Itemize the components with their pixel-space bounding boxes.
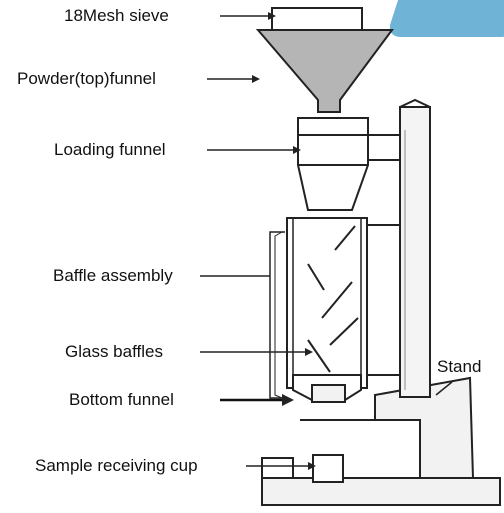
pointer-arrows — [200, 15, 453, 467]
label-powder-funnel: Powder(top)funnel — [17, 69, 156, 88]
glass-baffle-3 — [321, 281, 353, 319]
label-bottom-funnel: Bottom funnel — [69, 390, 174, 409]
arrowhead-sample-cup — [308, 462, 316, 470]
arrow-heads — [252, 12, 316, 470]
stand-column-top — [399, 98, 431, 108]
glass-baffle-1 — [334, 225, 356, 251]
arrowhead-glass-baffles — [305, 348, 313, 356]
arrowhead-bottom-funnel — [282, 394, 294, 406]
glass-baffle-5 — [329, 317, 359, 346]
bottom-funnel-neck — [311, 384, 346, 403]
sample-cup — [312, 454, 344, 483]
label-glass-baffles: Glass baffles — [65, 342, 163, 361]
stand-base — [261, 477, 501, 506]
baffle-assembly-bracket-2 — [274, 231, 283, 399]
stand-base-top — [261, 457, 294, 478]
arrowhead-sieve — [268, 12, 276, 20]
label-stand: Stand — [437, 357, 482, 376]
glass-baffle-4 — [307, 339, 331, 373]
baffle-assembly-bracket — [269, 231, 285, 399]
label-sieve: 18Mesh sieve — [64, 6, 169, 25]
glass-baffle-2 — [307, 263, 325, 291]
arrowhead-loading-funnel — [293, 146, 301, 154]
label-loading-funnel: Loading funnel — [54, 140, 166, 159]
powder-funnel — [255, 29, 394, 113]
label-sample-cup: Sample receiving cup — [35, 456, 198, 475]
arrowhead-powder-funnel — [252, 75, 260, 83]
baffle-tube — [286, 217, 368, 389]
sieve — [271, 7, 363, 31]
arrow-stand — [435, 381, 453, 396]
label-baffle-assembly: Baffle assembly — [53, 266, 173, 285]
